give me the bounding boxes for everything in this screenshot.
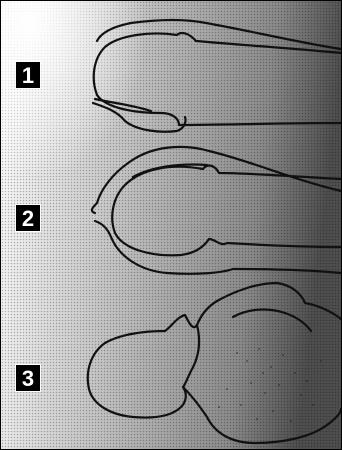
panel-label-3: 3: [15, 364, 41, 392]
panel-label-1: 1: [15, 61, 41, 89]
panel-label-2: 2: [15, 204, 41, 232]
